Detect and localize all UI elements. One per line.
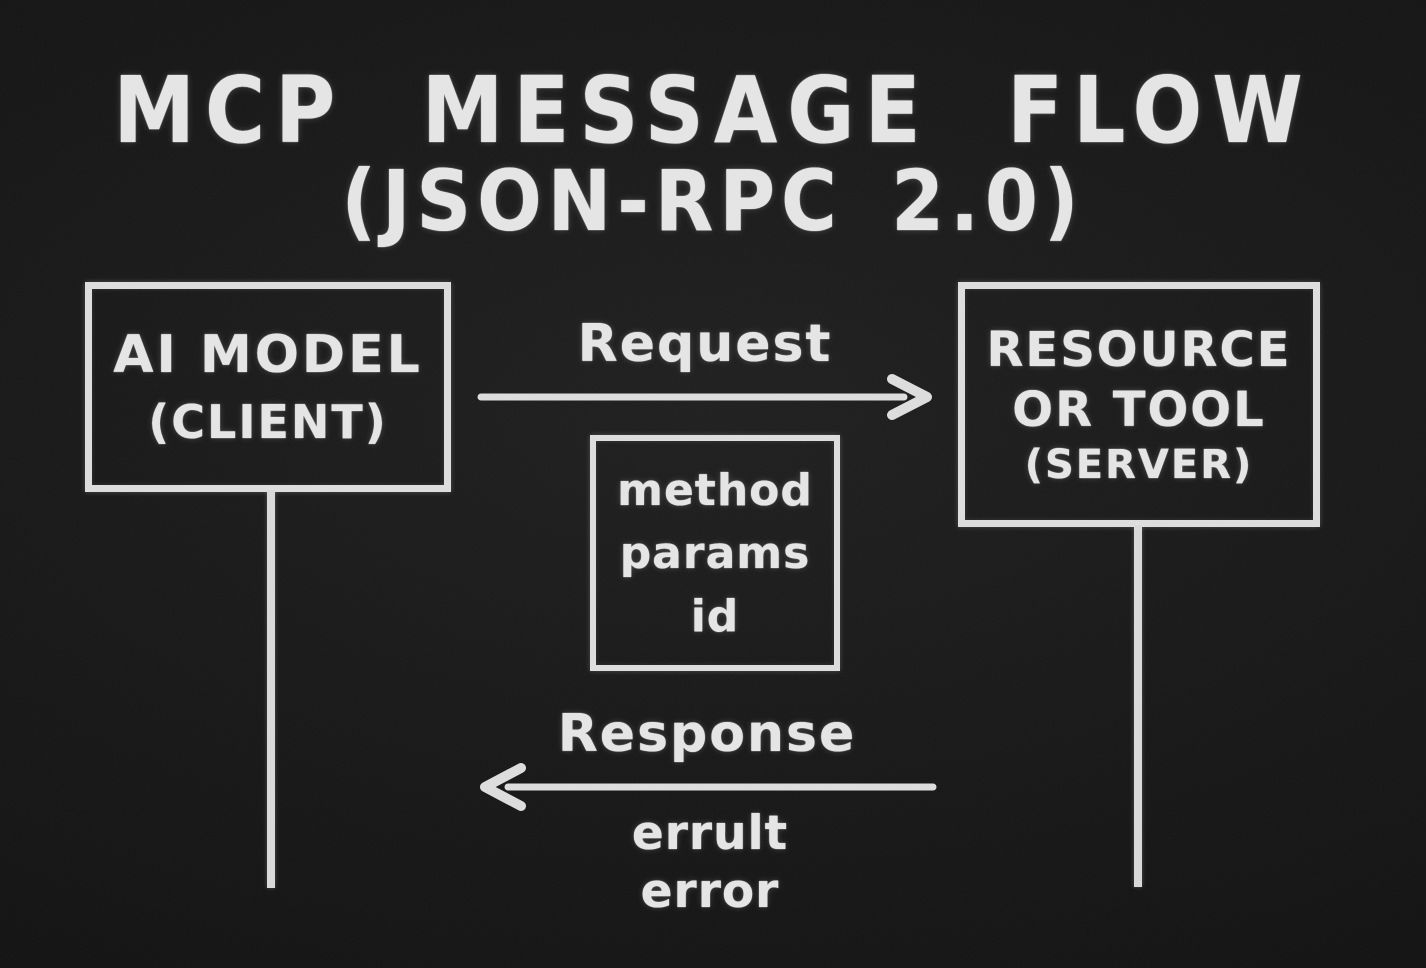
request-flow-label: Request bbox=[577, 314, 833, 374]
client-post-line bbox=[267, 490, 275, 888]
server-post-line bbox=[1134, 525, 1142, 887]
arrow-right-icon bbox=[477, 374, 932, 420]
server-node-title-line1: RESOURCE bbox=[986, 321, 1292, 378]
diagram-subtitle: (JSON-RPC 2.0) bbox=[341, 152, 1085, 250]
server-node-box: RESOURCE OR TOOL (SERVER) bbox=[958, 282, 1320, 527]
response-payload-line2: error bbox=[640, 864, 780, 919]
client-node-title: AI MODEL bbox=[113, 325, 423, 385]
message-field-params: params bbox=[619, 527, 811, 579]
message-field-method: method bbox=[617, 464, 813, 516]
client-node-subtitle: (CLIENT) bbox=[148, 395, 388, 449]
server-node-title-line2: OR TOOL bbox=[1012, 381, 1266, 438]
message-fields-box: method params id bbox=[590, 435, 840, 671]
diagram-title: MCP MESSAGE FLOW bbox=[113, 58, 1313, 165]
server-node-subtitle: (SERVER) bbox=[1024, 441, 1254, 488]
message-field-id: id bbox=[690, 590, 740, 642]
client-node-box: AI MODEL (CLIENT) bbox=[85, 282, 451, 492]
arrow-left-icon bbox=[480, 763, 937, 811]
response-payload-line1: errult bbox=[631, 806, 789, 861]
response-flow-label: Response bbox=[557, 704, 857, 764]
